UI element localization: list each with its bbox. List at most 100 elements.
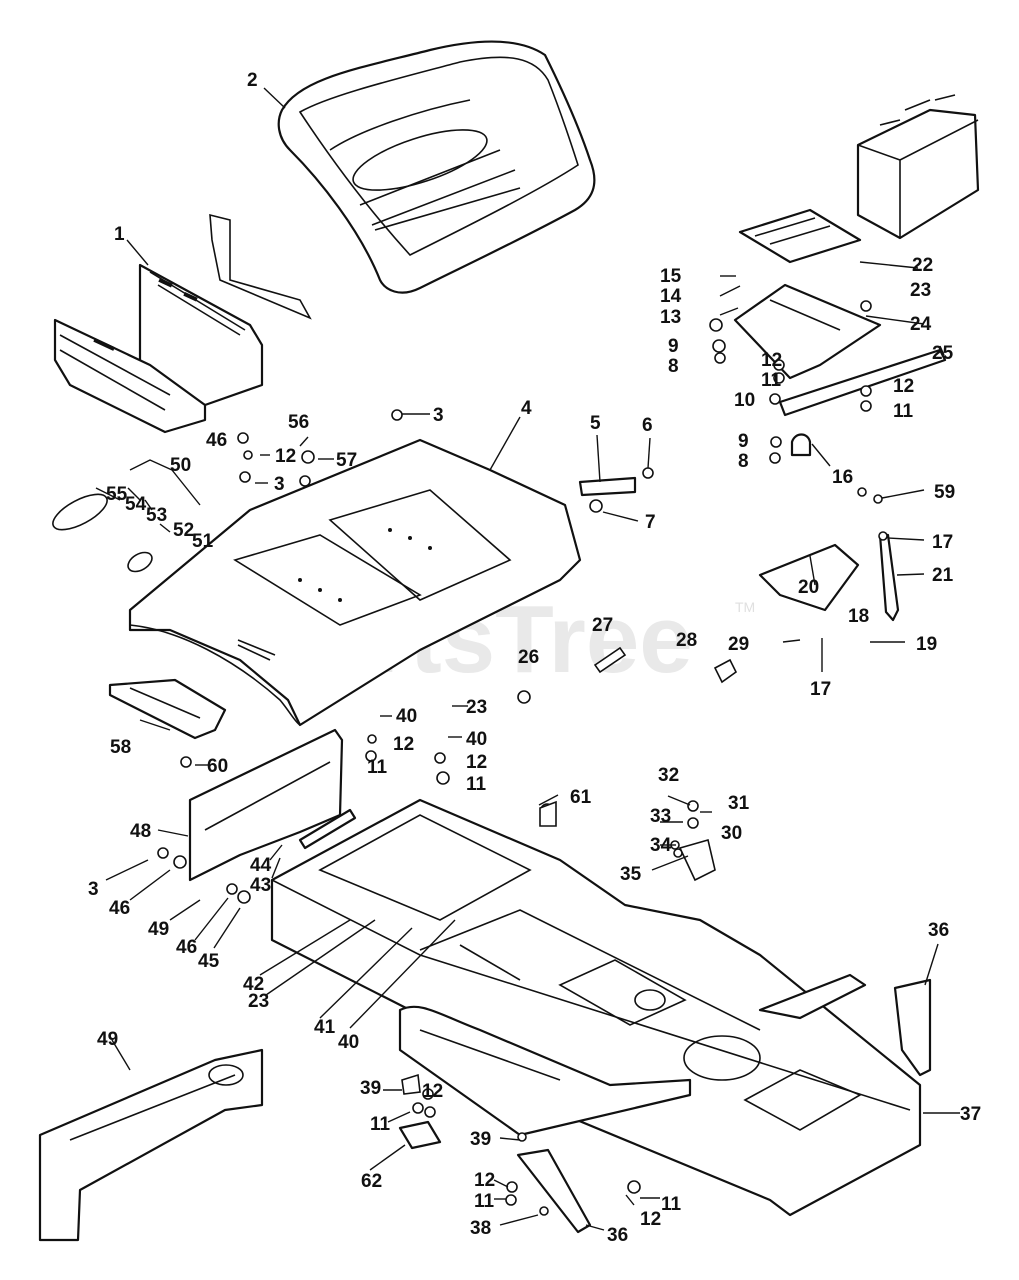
callout-28[interactable]: 28 [676, 630, 697, 651]
callout-21[interactable]: 21 [932, 565, 954, 586]
callout-7[interactable]: 7 [645, 512, 656, 533]
callout-12[interactable]: 12 [422, 1081, 443, 1102]
callout-11[interactable]: 11 [370, 1114, 391, 1135]
callout-52[interactable]: 52 [173, 520, 194, 541]
callout-40[interactable]: 40 [338, 1032, 359, 1053]
callout-54[interactable]: 54 [125, 494, 147, 515]
callout-46[interactable]: 46 [206, 430, 227, 451]
panel-58[interactable] [108, 678, 227, 740]
callout-3[interactable]: 3 [88, 879, 99, 900]
callout-60[interactable]: 60 [207, 756, 228, 777]
bracket-36-upper[interactable] [893, 978, 932, 1077]
fender-hood[interactable] [128, 438, 582, 727]
callout-16[interactable]: 16 [832, 467, 853, 488]
callout-8[interactable]: 8 [668, 356, 679, 377]
callout-48[interactable]: 48 [130, 821, 151, 842]
callout-36[interactable]: 36 [607, 1225, 628, 1246]
callout-11[interactable]: 11 [761, 370, 782, 391]
callout-32[interactable]: 32 [658, 765, 679, 786]
rail-37-end[interactable] [758, 973, 867, 1020]
callout-10[interactable]: 10 [734, 390, 755, 411]
callout-6[interactable]: 6 [642, 415, 653, 436]
callout-55[interactable]: 55 [106, 484, 128, 505]
callout-11[interactable]: 11 [367, 757, 388, 778]
callout-23[interactable]: 23 [910, 280, 931, 301]
callout-17[interactable]: 17 [932, 532, 953, 553]
callout-33[interactable]: 33 [650, 806, 671, 827]
callout-3[interactable]: 3 [274, 474, 285, 495]
callout-29[interactable]: 29 [728, 634, 749, 655]
callout-34[interactable]: 34 [650, 835, 672, 856]
callout-11[interactable]: 11 [466, 774, 487, 795]
callout-24[interactable]: 24 [910, 314, 932, 335]
callout-15[interactable]: 15 [660, 266, 682, 287]
callout-31[interactable]: 31 [728, 793, 750, 814]
bracket-36-lower[interactable] [516, 1148, 592, 1234]
callout-2[interactable]: 2 [247, 70, 258, 91]
panel-48[interactable] [188, 728, 357, 882]
callout-9[interactable]: 9 [668, 336, 679, 357]
callout-11[interactable]: 11 [661, 1194, 682, 1215]
callout-19[interactable]: 19 [916, 634, 937, 655]
callout-58[interactable]: 58 [110, 737, 131, 758]
callout-5[interactable]: 5 [590, 413, 601, 434]
callout-39[interactable]: 39 [470, 1129, 491, 1150]
callout-35[interactable]: 35 [620, 864, 642, 885]
callout-40[interactable]: 40 [466, 729, 487, 750]
callout-12[interactable]: 12 [474, 1170, 495, 1191]
callout-12[interactable]: 12 [761, 350, 782, 371]
callout-61[interactable]: 61 [570, 787, 592, 808]
callout-37[interactable]: 37 [960, 1104, 981, 1125]
bracket-5[interactable] [578, 476, 637, 497]
battery[interactable] [856, 94, 980, 240]
callout-18[interactable]: 18 [848, 606, 869, 627]
callout-26[interactable]: 26 [518, 647, 539, 668]
callout-57[interactable]: 57 [336, 450, 357, 471]
callout-46[interactable]: 46 [176, 937, 197, 958]
callout-45[interactable]: 45 [198, 951, 220, 972]
callout-12[interactable]: 12 [640, 1209, 661, 1230]
callout-42[interactable]: 42 [243, 974, 264, 995]
callout-22[interactable]: 22 [912, 255, 933, 276]
callout-23[interactable]: 23 [466, 697, 487, 718]
callout-39[interactable]: 39 [360, 1078, 381, 1099]
callout-44[interactable]: 44 [250, 855, 272, 876]
footrest-frame[interactable] [398, 1005, 692, 1137]
callout-4[interactable]: 4 [521, 398, 532, 419]
battery-support[interactable] [733, 283, 882, 380]
callout-12[interactable]: 12 [275, 446, 296, 467]
battery-tray[interactable] [738, 208, 862, 264]
callout-13[interactable]: 13 [660, 307, 681, 328]
callout-62[interactable]: 62 [361, 1171, 382, 1192]
callout-11[interactable]: 11 [474, 1191, 495, 1212]
clip-16[interactable] [790, 433, 812, 457]
callout-30[interactable]: 30 [721, 823, 742, 844]
callout-1[interactable]: 1 [114, 224, 125, 245]
callout-12[interactable]: 12 [466, 752, 487, 773]
seat[interactable] [277, 40, 596, 294]
callout-36[interactable]: 36 [928, 920, 949, 941]
callout-25[interactable]: 25 [932, 343, 954, 364]
callout-51[interactable]: 51 [192, 531, 214, 552]
callout-9[interactable]: 9 [738, 431, 749, 452]
callout-56[interactable]: 56 [288, 412, 309, 433]
callout-3[interactable]: 3 [433, 405, 444, 426]
callout-40[interactable]: 40 [396, 706, 417, 727]
callout-11[interactable]: 11 [893, 401, 914, 422]
callout-49[interactable]: 49 [148, 919, 169, 940]
callout-38[interactable]: 38 [470, 1218, 491, 1239]
callout-27[interactable]: 27 [592, 615, 613, 636]
bracket-20[interactable] [758, 543, 860, 612]
callout-46[interactable]: 46 [109, 898, 130, 919]
seat-bracket[interactable] [53, 213, 312, 434]
callout-41[interactable]: 41 [314, 1017, 336, 1038]
callout-14[interactable]: 14 [660, 286, 682, 307]
callout-49[interactable]: 49 [97, 1029, 118, 1050]
rod-21[interactable] [878, 533, 900, 622]
callout-12[interactable]: 12 [393, 734, 414, 755]
callout-23[interactable]: 23 [248, 991, 269, 1012]
plate-62[interactable] [398, 1120, 442, 1150]
callout-50[interactable]: 50 [170, 455, 191, 476]
battery-strap[interactable] [778, 348, 947, 417]
callout-43[interactable]: 43 [250, 875, 271, 896]
